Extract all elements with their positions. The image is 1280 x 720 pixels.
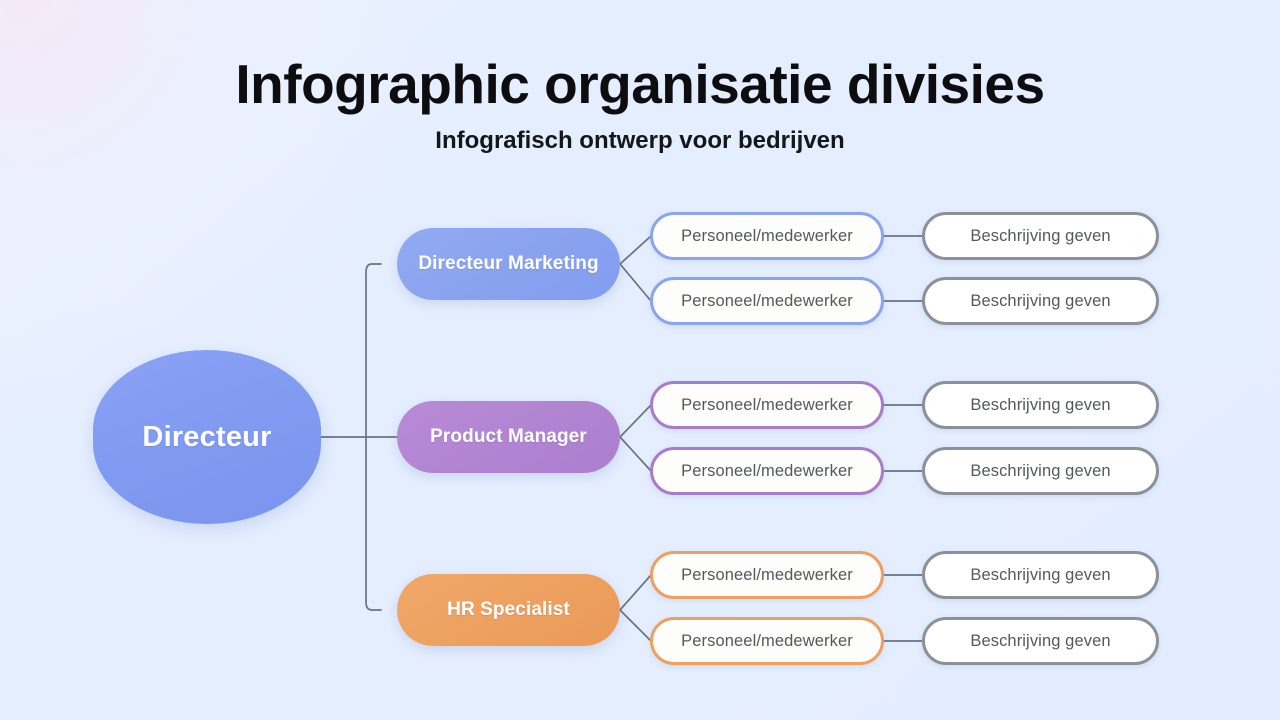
link-marketing-staff-1 [619,235,652,265]
header: Infographic organisatie divisies Infogra… [0,53,1280,155]
node-directeur-label: Directeur [142,420,272,453]
page-subtitle: Infografisch ontwerp voor bedrijven [435,126,845,154]
node-product-manager-label: Product Manager [430,426,587,447]
link-product-staff-2 [619,436,652,472]
node-description-marketing-2-label: Beschrijving geven [970,291,1111,310]
node-staff-marketing-2[interactable]: Personeel/medewerker [650,277,884,325]
node-description-marketing-1-label: Beschrijving geven [970,226,1111,245]
node-description-marketing-2[interactable]: Beschrijving geven [922,277,1159,325]
node-hr-specialist-label: HR Specialist [447,599,570,620]
node-directeur[interactable]: Directeur [93,350,321,524]
node-staff-hr-1-label: Personeel/medewerker [681,565,853,584]
node-staff-hr-2-label: Personeel/medewerker [681,631,853,650]
node-description-product-1[interactable]: Beschrijving geven [922,381,1159,429]
node-product-manager[interactable]: Product Manager [397,401,620,473]
node-description-hr-2-label: Beschrijving geven [970,631,1111,650]
node-staff-hr-1[interactable]: Personeel/medewerker [650,551,884,599]
link-hr-staff-1 [619,574,652,611]
node-description-hr-1[interactable]: Beschrijving geven [922,551,1159,599]
node-description-hr-2[interactable]: Beschrijving geven [922,617,1159,665]
link-marketing-staff-2 [619,263,652,302]
page-title: Infographic organisatie divisies [235,53,1045,115]
node-description-product-2-label: Beschrijving geven [970,461,1111,480]
node-description-product-1-label: Beschrijving geven [970,395,1111,414]
node-staff-marketing-1-label: Personeel/medewerker [681,226,853,245]
node-directeur-marketing[interactable]: Directeur Marketing [397,228,620,300]
node-description-hr-1-label: Beschrijving geven [970,565,1111,584]
node-staff-product-2[interactable]: Personeel/medewerker [650,447,884,495]
node-hr-specialist[interactable]: HR Specialist [397,574,620,646]
link-hr-staff-2 [619,609,652,642]
node-directeur-marketing-label: Directeur Marketing [418,253,599,274]
node-staff-marketing-2-label: Personeel/medewerker [681,291,853,310]
node-staff-hr-2[interactable]: Personeel/medewerker [650,617,884,665]
node-staff-product-2-label: Personeel/medewerker [681,461,853,480]
node-description-product-2[interactable]: Beschrijving geven [922,447,1159,495]
link-spine [365,263,382,611]
link-product-staff-1 [619,404,652,438]
node-description-marketing-1[interactable]: Beschrijving geven [922,212,1159,260]
node-staff-marketing-1[interactable]: Personeel/medewerker [650,212,884,260]
node-staff-product-1[interactable]: Personeel/medewerker [650,381,884,429]
node-staff-product-1-label: Personeel/medewerker [681,395,853,414]
